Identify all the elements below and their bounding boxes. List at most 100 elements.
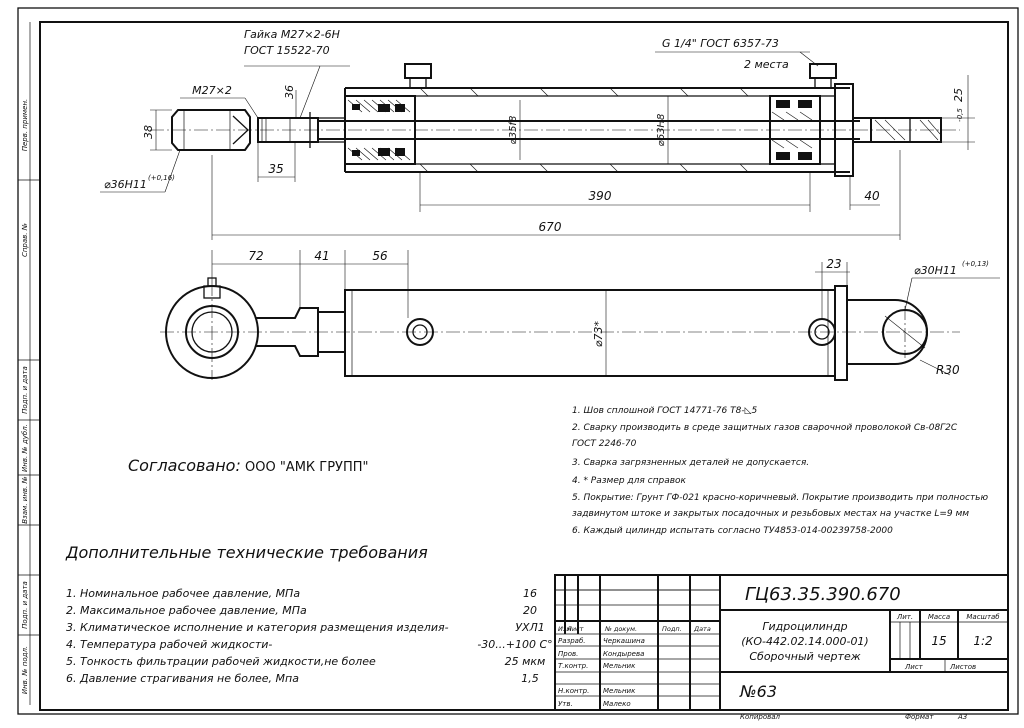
agreed-org: ООО "АМК ГРУПП" (245, 460, 369, 475)
dim-35: 35 (268, 162, 283, 176)
tech-req-4: 4. Температура рабочей жидкости- (66, 638, 272, 651)
name-prov: Кондырева (603, 650, 644, 658)
stamp-podp-data-2: Подп. и дата (21, 581, 29, 629)
bottom-view (160, 277, 960, 381)
format-label: Формат (905, 713, 934, 721)
dim-38: 38 (142, 125, 155, 139)
bottom-barrel (344, 289, 836, 377)
left-stamp-column: Перв. примен. Справ. № Подп. и дата Инв.… (18, 22, 40, 705)
top-view-dimensions: 670 390 40 35 38 36 М27×2 ⌀36Н11 (+0,16) (100, 28, 975, 240)
outer-frame (17, 7, 1019, 715)
hdr-izm: Изм (558, 625, 571, 633)
dim-d30h11: ⌀30Н11 (914, 264, 957, 277)
dim-25-tol: -0,5 (956, 108, 964, 122)
port-left-circle (406, 318, 434, 346)
dim-d35f8: ⌀35f8 (508, 116, 519, 145)
name-utv: Малеко (603, 700, 631, 708)
piston (769, 95, 821, 165)
dim-36: 36 (283, 85, 296, 99)
row-nkontr: Н.контр. (558, 687, 589, 695)
dim-d73: ⌀73* (592, 320, 605, 347)
product-code: (КО-442.02.14.000-01) (741, 635, 868, 648)
scale-value: 1:2 (973, 634, 992, 648)
tech-req-title: Дополнительные технические требования (65, 543, 428, 562)
hdr-podp: Подп. (662, 625, 682, 633)
tech-req-3: 3. Климатическое исполнение и категория … (66, 621, 449, 634)
note-1: 1. Шов сплошной ГОСТ 14771-76 Т8-◺5 (572, 406, 757, 416)
scale-label: Масштаб (966, 613, 1000, 621)
drawing-notes: 1. Шов сплошной ГОСТ 14771-76 Т8-◺5 2. С… (572, 406, 988, 536)
bottom-view-dimensions: 72 41 56 23 ⌀30Н11 (+0,13) ⌀73* R30 (211, 249, 1000, 377)
note-5: 5. Покрытие: Грунт ГФ-021 красно-коричне… (572, 493, 988, 503)
name-razrab: Черкашина (603, 637, 645, 645)
sheets-label: Листов (949, 663, 976, 671)
stamp-inv-podl: Инв. № подл. (21, 646, 29, 694)
dim-d30h11-tol: (+0,13) (962, 260, 989, 268)
dim-56: 56 (372, 249, 388, 263)
stamp-podp-data-1: Подп. и дата (21, 366, 29, 414)
lit-label: Лит. (896, 613, 913, 621)
hdr-list: Лист (566, 625, 584, 633)
note-3: 3. Сварка загрязненных деталей не допуск… (572, 458, 809, 468)
note-2: 2. Сварку производить в среде защитных г… (572, 423, 958, 433)
hdr-data: Дата (693, 625, 711, 633)
row-prov: Пров. (558, 650, 578, 658)
row-razrab: Разраб. (558, 637, 586, 645)
tech-req-5-value: 25 мкм (505, 655, 546, 668)
dim-r30: R30 (936, 363, 960, 377)
stamp-sprav-num: Справ. № (21, 223, 29, 257)
name-nkontr: Мельник (603, 687, 636, 695)
dim-d36h11-tol: (+0,16) (148, 174, 175, 182)
dim-d36h11: ⌀36Н11 (104, 178, 147, 191)
tech-requirements: Дополнительные технические требования 1.… (65, 543, 553, 685)
row-utv: Утв. (558, 700, 573, 708)
copied-label: Копировал (740, 713, 781, 721)
tech-req-2-value: 20 (523, 604, 537, 617)
name-tkontr: Мельник (603, 662, 636, 670)
mass-label: Масса (928, 613, 950, 621)
mass-value: 15 (931, 634, 946, 648)
tech-req-2: 2. Максимальное рабочее давление, МПа (66, 604, 307, 617)
stamp-vzam-inv: Взам. инв. № (21, 476, 29, 524)
hdr-docnum: № докум. (604, 625, 637, 633)
thread-m27: М27×2 (192, 84, 232, 97)
top-view-section (150, 63, 960, 177)
stamp-inv-dubl: Инв. № дубл. (21, 424, 29, 472)
tech-req-4-value: -30...+100 С° (477, 638, 552, 651)
dim-72: 72 (248, 249, 263, 263)
rod-end-head (171, 109, 251, 151)
title-block: ГЦ63.35.390.670 Гидроцилиндр (КО-442.02.… (554, 574, 1009, 721)
upper-stamp-box (554, 574, 721, 591)
format-value: А3 (957, 713, 967, 721)
note-6: 6. Каждый цилиндр испытать согласно ТУ48… (572, 526, 893, 536)
rod-nut (257, 117, 319, 143)
port-right (809, 63, 837, 79)
nut-label-1: Гайка М27×2-6Н (244, 28, 340, 41)
inner-frame (39, 21, 1009, 711)
port-left (404, 63, 432, 79)
note-4: 4. * Размер для справок (572, 476, 687, 486)
drawing-type: Сборочный чертеж (749, 650, 860, 663)
note-2-cont: ГОСТ 2246-70 (572, 439, 637, 449)
tech-req-1: 1. Номинальное рабочее давление, МПа (66, 587, 300, 600)
tech-req-6: 6. Давление страгивания не более, Мпа (66, 672, 299, 685)
port-label-1: G 1/4" ГОСТ 6357-73 (662, 37, 779, 50)
dim-23: 23 (826, 257, 841, 271)
designation: ГЦ63.35.390.670 (745, 584, 901, 605)
port-label-2: 2 места (744, 58, 789, 71)
sheet-label: Лист (904, 663, 924, 671)
dim-25: 25 (952, 88, 965, 102)
stamp-perv-primen: Перв. примен. (21, 99, 29, 152)
tech-req-5: 5. Тонкость фильтрации рабочей жидкости,… (66, 655, 376, 668)
dim-d63h8: ⌀63Н8 (656, 114, 667, 147)
dim-390: 390 (589, 189, 612, 203)
dim-670: 670 (539, 220, 562, 234)
product-name: Гидроцилиндр (762, 620, 847, 633)
row-tkontr: Т.контр. (558, 662, 588, 670)
nut-label-2: ГОСТ 15522-70 (244, 44, 330, 57)
tech-req-1-value: 16 (523, 587, 537, 600)
note-5-cont: задвинутом штоке и закрытых посадочных и… (572, 509, 969, 519)
agreed-label: Согласовано: (128, 456, 241, 475)
